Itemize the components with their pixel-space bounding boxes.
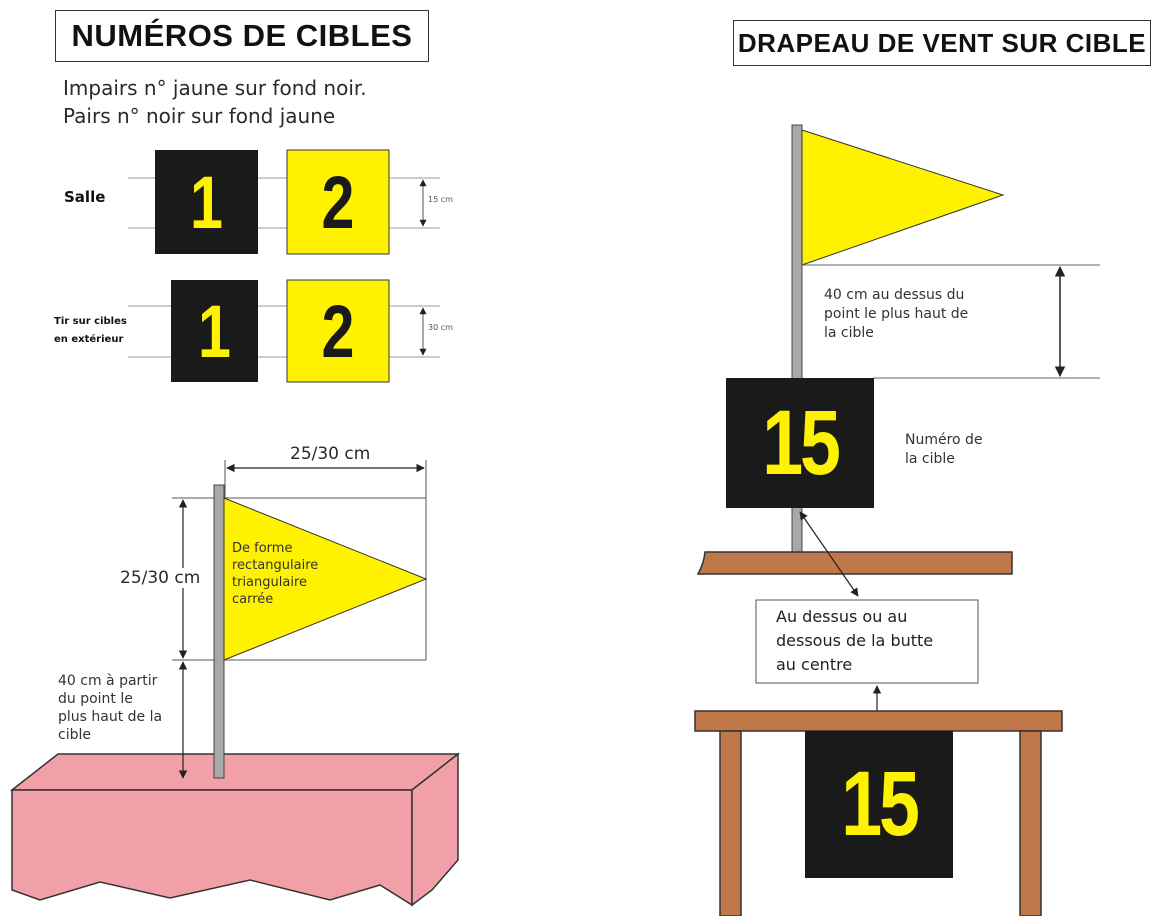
odd-target-square-exterieur [171,280,258,382]
row2-label-line1: Tir sur cibles [54,316,127,327]
lower-target-board [805,731,953,878]
left-flag-pole [213,484,225,779]
left-height-note: 40 cm à partir du point le plus haut de … [58,673,163,743]
row1-dim-label: 15 cm [428,195,453,204]
table-leg-left [719,730,742,916]
right-title-text: DRAPEAU DE VENT SUR CIBLE [737,27,1147,58]
row2-label-line2: en extérieur [54,334,124,345]
flag-shape-text: De forme rectangulaire triangulaire carr… [232,541,319,607]
right-target-number: 15 [762,391,841,494]
pole-to-note-arrow [799,511,859,597]
row2-dim-label: 30 cm [428,323,453,332]
even-target-square-salle [286,149,390,255]
lower-target-number: 15 [841,753,920,855]
table-top [694,710,1063,732]
position-note-box [755,599,979,684]
odd-target-square-salle [155,150,258,254]
upper-shelf [696,551,1013,575]
right-target-number-label: Numéro de la cible [905,432,983,467]
table-leg-right [1019,730,1042,916]
right-height-note: 40 cm au dessus du point le plus haut de… [824,287,969,341]
flag-width-label: 25/30 cm [290,444,371,464]
row1-label: Salle [64,188,106,206]
right-title: DRAPEAU DE VENT SUR CIBLE [733,20,1151,66]
right-target-board [726,378,874,508]
intro-line-2: Pairs n° noir sur fond jaune [63,104,336,128]
flag-height-label: 25/30 cm [120,568,201,588]
butte-box [9,752,461,907]
left-title: NUMÉROS DE CIBLES [55,10,429,62]
left-title-text: NUMÉROS DE CIBLES [71,18,413,53]
odd-number-exterieur: 1 [198,289,231,373]
even-number-salle: 2 [321,160,355,244]
position-note-text: Au dessus ou au dessous de la butte au c… [776,607,934,674]
odd-number-salle: 1 [190,160,223,244]
even-target-square-exterieur [286,279,390,383]
even-number-exterieur: 2 [321,289,355,373]
right-flag [801,129,1005,266]
left-flag [223,497,428,661]
intro-line-1: Impairs n° jaune sur fond noir. [63,76,367,100]
